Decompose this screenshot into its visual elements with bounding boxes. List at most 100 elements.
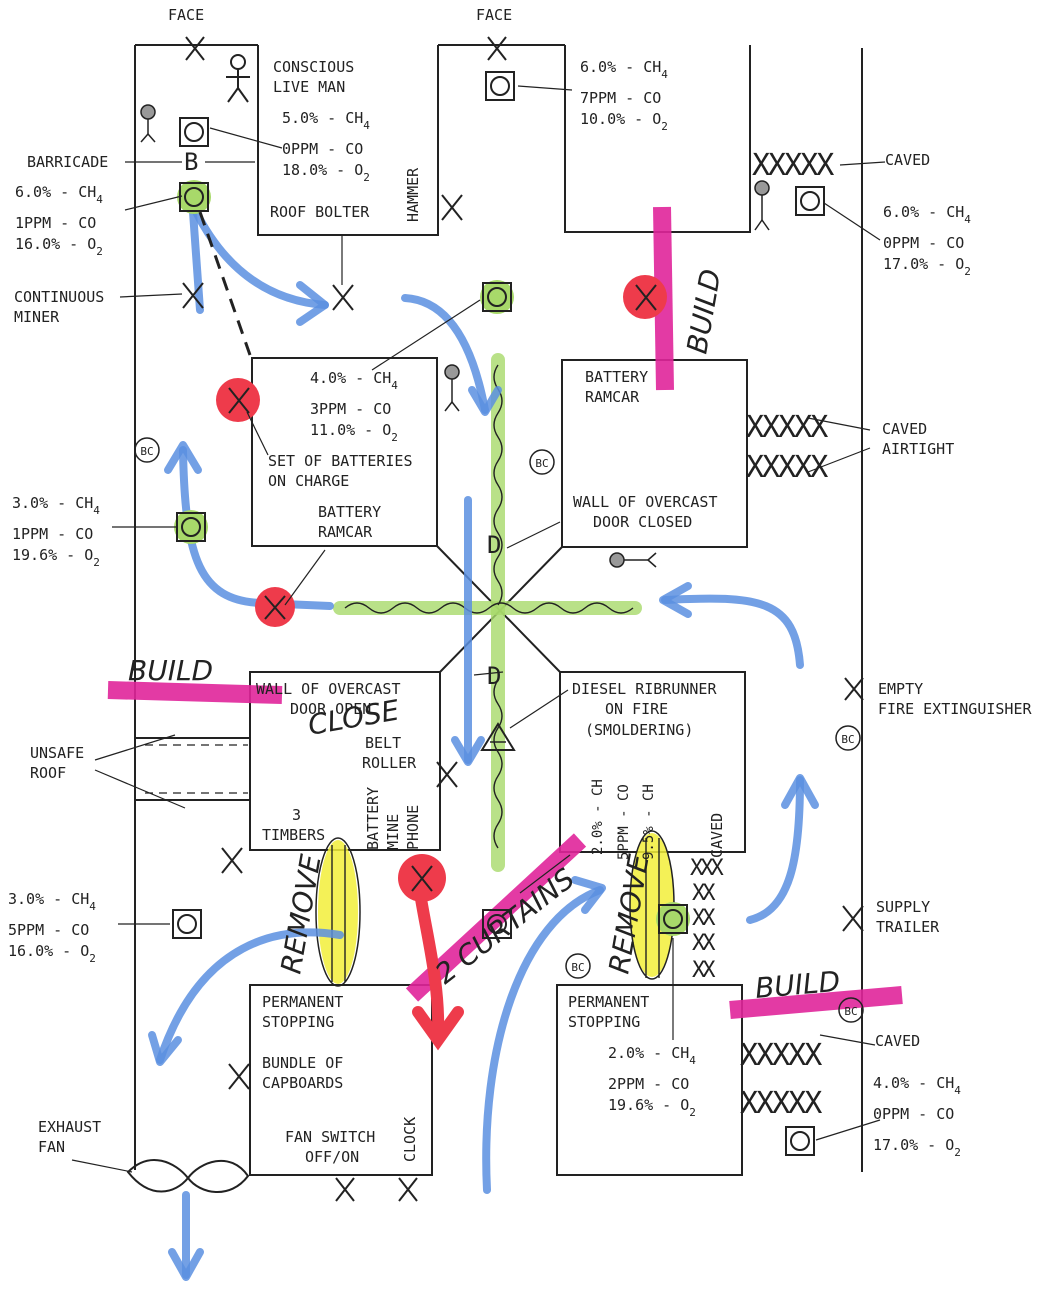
svg-text:17.0% - O2: 17.0% - O2	[883, 255, 971, 278]
svg-text:RAMCAR: RAMCAR	[585, 388, 640, 406]
svg-text:16.0% - O2: 16.0% - O2	[15, 235, 103, 258]
svg-text:XX: XX	[692, 906, 716, 931]
detector-icon	[656, 902, 690, 936]
svg-text:3: 3	[292, 806, 301, 824]
svg-text:BUNDLE OF: BUNDLE OF	[262, 1054, 343, 1072]
svg-text:(SMOLDERING): (SMOLDERING)	[585, 721, 693, 739]
svg-text:XXXXX: XXXXX	[746, 410, 828, 445]
reading-r8: 2.0% - CH4 2PPM - CO 19.6% - O2	[608, 1044, 696, 1119]
reading-r5: 4.0% - CH4 3PPM - CO 11.0% - O2	[310, 369, 398, 444]
svg-text:PHONE: PHONE	[404, 805, 422, 850]
svg-text:AIRTIGHT: AIRTIGHT	[882, 440, 954, 458]
svg-text:TRAILER: TRAILER	[876, 918, 940, 936]
svg-text:10.0% - O2: 10.0% - O2	[580, 110, 668, 133]
detector-icon	[482, 909, 512, 939]
reading-r6: 3.0% - CH4 1PPM - CO 19.6% - O2	[12, 494, 100, 569]
svg-text:2PPM - CO: 2PPM - CO	[608, 1075, 689, 1093]
svg-text:16.0% - O2: 16.0% - O2	[8, 942, 96, 965]
svg-text:4.0% - CH4: 4.0% - CH4	[873, 1074, 961, 1097]
svg-text:D: D	[487, 662, 501, 690]
svg-text:CAVED: CAVED	[708, 813, 726, 858]
gas-detector-icons	[172, 71, 825, 1156]
svg-text:6.0% - CH4: 6.0% - CH4	[15, 183, 103, 206]
detector-icon	[174, 510, 208, 544]
svg-text:DOOR OPEN: DOOR OPEN	[290, 700, 371, 718]
svg-text:19.6% - O2: 19.6% - O2	[12, 546, 100, 569]
svg-text:CAPBOARDS: CAPBOARDS	[262, 1074, 343, 1092]
svg-text:BC: BC	[140, 445, 153, 458]
svg-text:WALL OF OVERCAST: WALL OF OVERCAST	[256, 680, 401, 698]
svg-text:6.0% - CH4: 6.0% - CH4	[883, 203, 971, 226]
svg-text:XXX: XXX	[690, 856, 724, 881]
reading-r2: 6.0% - CH4 7PPM - CO 10.0% - O2	[580, 58, 668, 133]
svg-text:BC: BC	[844, 1005, 857, 1018]
svg-text:PERMANENT: PERMANENT	[568, 993, 649, 1011]
bc-markers	[134, 437, 864, 1023]
svg-text:5.0% - CH4: 5.0% - CH4	[282, 109, 370, 132]
svg-text:BUILD: BUILD	[754, 965, 842, 1005]
reading-r3: 6.0% - CH4 1PPM - CO 16.0% - O2	[15, 183, 103, 258]
svg-text:3.0% - CH4: 3.0% - CH4	[12, 494, 100, 517]
svg-text:4.0% - CH4: 4.0% - CH4	[310, 369, 398, 392]
detector-icon	[172, 909, 202, 939]
curtain-lines	[344, 364, 634, 849]
svg-text:18.0% - O2: 18.0% - O2	[282, 161, 370, 184]
svg-text:HAMMER: HAMMER	[404, 167, 422, 222]
svg-text:XXXXX: XXXXX	[752, 148, 834, 183]
svg-text:FACE: FACE	[168, 6, 204, 24]
detector-icon	[480, 280, 514, 314]
svg-text:CAVED: CAVED	[882, 420, 927, 438]
svg-text:CAVED: CAVED	[875, 1032, 920, 1050]
detector-icon	[785, 1126, 815, 1156]
svg-text:CONTINUOUS: CONTINUOUS	[14, 288, 104, 306]
reading-r7: 3.0% - CH4 5PPM - CO 16.0% - O2	[8, 890, 96, 965]
mine-walls	[134, 44, 863, 1176]
svg-text:ROOF BOLTER: ROOF BOLTER	[270, 203, 370, 221]
svg-text:ON FIRE: ON FIRE	[605, 700, 668, 718]
exhaust-fan-icon	[126, 1159, 250, 1193]
svg-text:1PPM - CO: 1PPM - CO	[15, 214, 96, 232]
reading-r1: 5.0% - CH4 0PPM - CO 18.0% - O2	[282, 109, 370, 184]
svg-text:2 CURTAINS: 2 CURTAINS	[429, 862, 581, 991]
miner-icon	[444, 364, 460, 412]
svg-text:3.0% - CH4: 3.0% - CH4	[8, 890, 96, 913]
svg-text:19.6% - O2: 19.6% - O2	[608, 1096, 696, 1119]
svg-text:BC: BC	[535, 457, 548, 470]
svg-text:11.0% - O2: 11.0% - O2	[310, 421, 398, 444]
svg-text:5PPM - CO: 5PPM - CO	[8, 921, 89, 939]
svg-text:UNSAFE: UNSAFE	[30, 744, 84, 762]
svg-text:ROOF: ROOF	[30, 764, 66, 782]
svg-text:BARRICADE: BARRICADE	[27, 153, 108, 171]
svg-text:MINER: MINER	[14, 308, 60, 326]
detector-icon	[795, 186, 825, 216]
svg-text:B: B	[184, 148, 198, 176]
svg-text:DOOR CLOSED: DOOR CLOSED	[593, 513, 692, 531]
reading-r9: 4.0% - CH4 0PPM - CO 17.0% - O2	[873, 1074, 961, 1159]
svg-text:BC: BC	[841, 733, 854, 746]
svg-text:EXHAUST: EXHAUST	[38, 1118, 101, 1136]
miner-icon	[140, 104, 156, 143]
svg-text:FAN: FAN	[38, 1138, 65, 1156]
reading-r4: 6.0% - CH4 0PPM - CO 17.0% - O2	[883, 203, 971, 278]
svg-text:CLOCK: CLOCK	[401, 1117, 419, 1162]
svg-text:2.0% - CH: 2.0% - CH	[590, 779, 606, 855]
miner-icon	[609, 552, 657, 568]
svg-text:SUPPLY: SUPPLY	[876, 898, 930, 916]
svg-text:DIESEL RIBRUNNER: DIESEL RIBRUNNER	[572, 680, 717, 698]
svg-text:1PPM - CO: 1PPM - CO	[12, 525, 93, 543]
svg-text:PERMANENT: PERMANENT	[262, 993, 343, 1011]
airflow-arrows	[148, 206, 819, 1281]
svg-text:7PPM - CO: 7PPM - CO	[580, 89, 661, 107]
fire-triangle-icon	[480, 722, 516, 751]
svg-text:LIVE MAN: LIVE MAN	[273, 78, 345, 96]
map-labels: FACE FACE CONSCIOUS LIVE MAN BARRICADE B…	[14, 6, 1032, 1166]
svg-text:XXXXX: XXXXX	[740, 1038, 822, 1073]
svg-text:BC: BC	[571, 961, 584, 974]
miner-icon	[754, 180, 770, 231]
svg-text:BUILD: BUILD	[128, 654, 213, 687]
svg-text:6.0% - CH4: 6.0% - CH4	[580, 58, 668, 81]
caved-areas: XXXXX XXXXX XXXXX XXXXX XXXXX XXX XX XX …	[690, 148, 836, 1121]
equipment-x-marks	[182, 36, 864, 1202]
svg-text:BATTERY: BATTERY	[318, 503, 381, 521]
svg-text:SET OF BATTERIES: SET OF BATTERIES	[268, 452, 413, 470]
